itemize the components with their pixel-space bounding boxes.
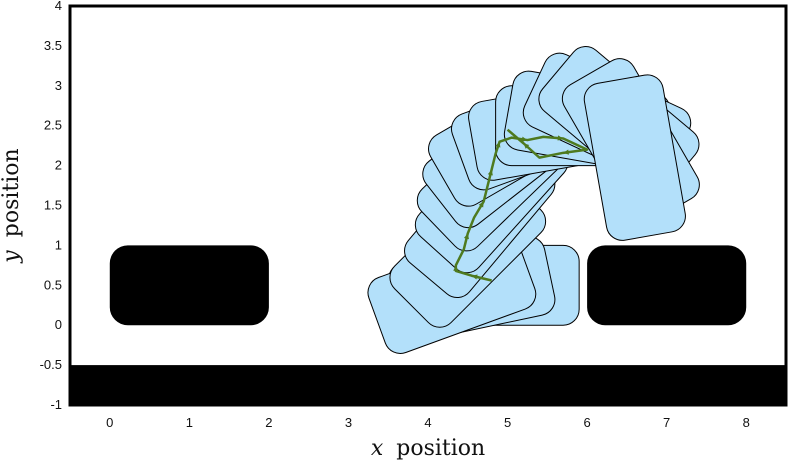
path-arrowhead-17 [563, 149, 569, 155]
y-tick-label-0_5: 0.5 [44, 277, 62, 292]
path-arrowhead-9 [487, 169, 493, 176]
path-arrowhead-19 [523, 143, 530, 149]
x-tick-label-5: 5 [504, 415, 511, 430]
obstacle-2 [587, 245, 747, 326]
y-tick-label--1: -1 [50, 397, 62, 412]
y-tick-label-0: 0 [55, 317, 62, 332]
trajectory-path [454, 128, 589, 282]
x-axis-word: position [396, 436, 485, 461]
path-arrowhead-3 [453, 265, 459, 271]
y-tick-label-1: 1 [55, 237, 62, 252]
path-arrowhead-5 [463, 233, 470, 240]
y-tick-label-3_5: 3.5 [44, 38, 62, 53]
y-axis-word: position [0, 148, 24, 237]
robot-pose-17 [583, 74, 686, 241]
x-tick-label-3: 3 [345, 415, 352, 430]
axes-frame [68, 4, 788, 407]
x-axis-label: x position [371, 436, 485, 461]
y-tick-label-3: 3 [55, 78, 62, 93]
x-tick-label-4: 4 [424, 415, 431, 430]
y-tick-label-1_5: 1.5 [44, 198, 62, 213]
x-tick-label-1: 1 [186, 415, 193, 430]
x-tick-label-7: 7 [663, 415, 670, 430]
path-arrowhead-11 [495, 141, 501, 148]
path-arrowhead-15 [557, 135, 564, 141]
path-arrowhead-13 [521, 136, 528, 142]
y-axis-variable: y [0, 250, 24, 264]
path-arrowhead-7 [478, 201, 484, 208]
path-arrowhead-1 [471, 274, 478, 280]
y-tick-label-4: 4 [55, 0, 62, 13]
x-axis-variable: x [371, 436, 384, 461]
y-tick-label--0_5: -0.5 [40, 357, 62, 372]
obstacle-1 [109, 245, 269, 326]
tick-labels: 0 1 2 3 4 5 6 7 8 -1 -0.5 0 0.5 1 1.5 2 2.5 3 3.5 4 [40, 0, 750, 430]
ground-band [70, 365, 786, 405]
x-tick-label-2: 2 [265, 415, 272, 430]
x-tick-label-6: 6 [583, 415, 590, 430]
y-axis-label: y position [0, 148, 24, 263]
x-tick-label-0: 0 [106, 415, 113, 430]
x-tick-label-8: 8 [743, 415, 750, 430]
plot-area [70, 46, 786, 405]
y-tick-label-2_5: 2.5 [44, 118, 62, 133]
y-tick-label-2: 2 [55, 158, 62, 173]
